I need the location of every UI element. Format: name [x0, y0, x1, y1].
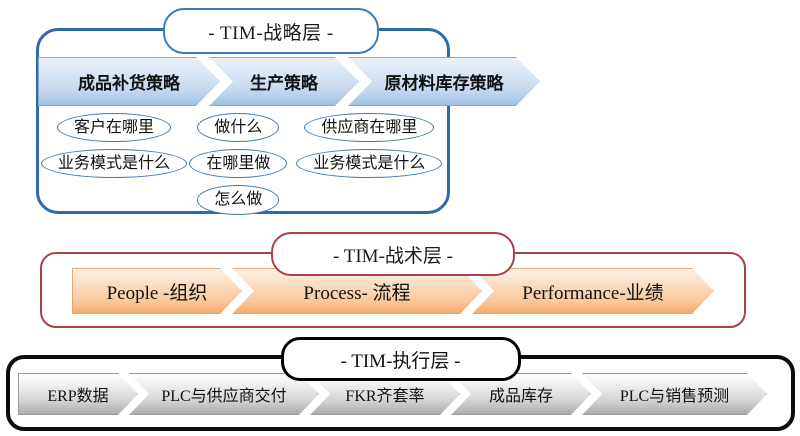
tactical-chevron-people[interactable]: People -组织	[72, 268, 242, 314]
tactical-chevron-performance[interactable]: Performance-业绩	[472, 268, 714, 314]
strategic-question-column-3: 供应商在哪里 业务模式是什么	[292, 113, 447, 215]
strategic-chevron-2[interactable]: 生产策略	[209, 57, 359, 106]
question-oval[interactable]: 供应商在哪里	[304, 113, 435, 143]
execution-layer-panel: - TIM-执行层 - ERP数据 PLC与供应商交付 FKR齐套率 成品库存 …	[6, 337, 795, 431]
strategic-layer-title: - TIM-战略层 -	[163, 8, 379, 54]
execution-chevron-row: ERP数据 PLC与供应商交付 FKR齐套率 成品库存 PLC与销售预测	[18, 373, 758, 415]
question-oval[interactable]: 业务模式是什么	[296, 149, 443, 179]
strategic-question-columns: 客户在哪里 业务模式是什么 做什么 在哪里做 怎么做 供应商在哪里 业务模式是什…	[39, 113, 447, 215]
question-oval[interactable]: 客户在哪里	[57, 113, 172, 143]
question-oval[interactable]: 业务模式是什么	[41, 149, 188, 179]
execution-chevron-4[interactable]: 成品库存	[451, 373, 591, 415]
strategic-question-column-2: 做什么 在哪里做 怎么做	[179, 113, 298, 215]
strategic-layer-panel: - TIM-战略层 - 成品补货策略 生产策略 原材料库存策略 客户在哪里 业务…	[36, 8, 450, 215]
question-oval[interactable]: 在哪里做	[189, 149, 288, 179]
strategic-question-column-1: 客户在哪里 业务模式是什么	[41, 113, 188, 215]
strategic-chevron-row: 成品补货策略 生产策略 原材料库存策略	[38, 57, 529, 106]
execution-chevron-5[interactable]: PLC与销售预测	[582, 373, 767, 415]
execution-chevron-2[interactable]: PLC与供应商交付	[129, 373, 319, 415]
tactical-layer-panel: - TIM-战术层 - People -组织 Process- 流程 Perfo…	[40, 232, 746, 328]
execution-chevron-1[interactable]: ERP数据	[18, 373, 138, 415]
question-oval[interactable]: 怎么做	[197, 185, 280, 215]
question-oval[interactable]: 做什么	[197, 113, 280, 143]
tactical-layer-title: - TIM-战术层 -	[271, 232, 515, 276]
strategic-chevron-3[interactable]: 原材料库存策略	[348, 57, 540, 106]
tactical-chevron-process[interactable]: Process- 流程	[232, 268, 482, 314]
execution-layer-title: - TIM-执行层 -	[280, 337, 521, 381]
tactical-chevron-row: People -组织 Process- 流程 Performance-业绩	[72, 268, 704, 314]
strategic-chevron-1[interactable]: 成品补货策略	[38, 57, 220, 106]
